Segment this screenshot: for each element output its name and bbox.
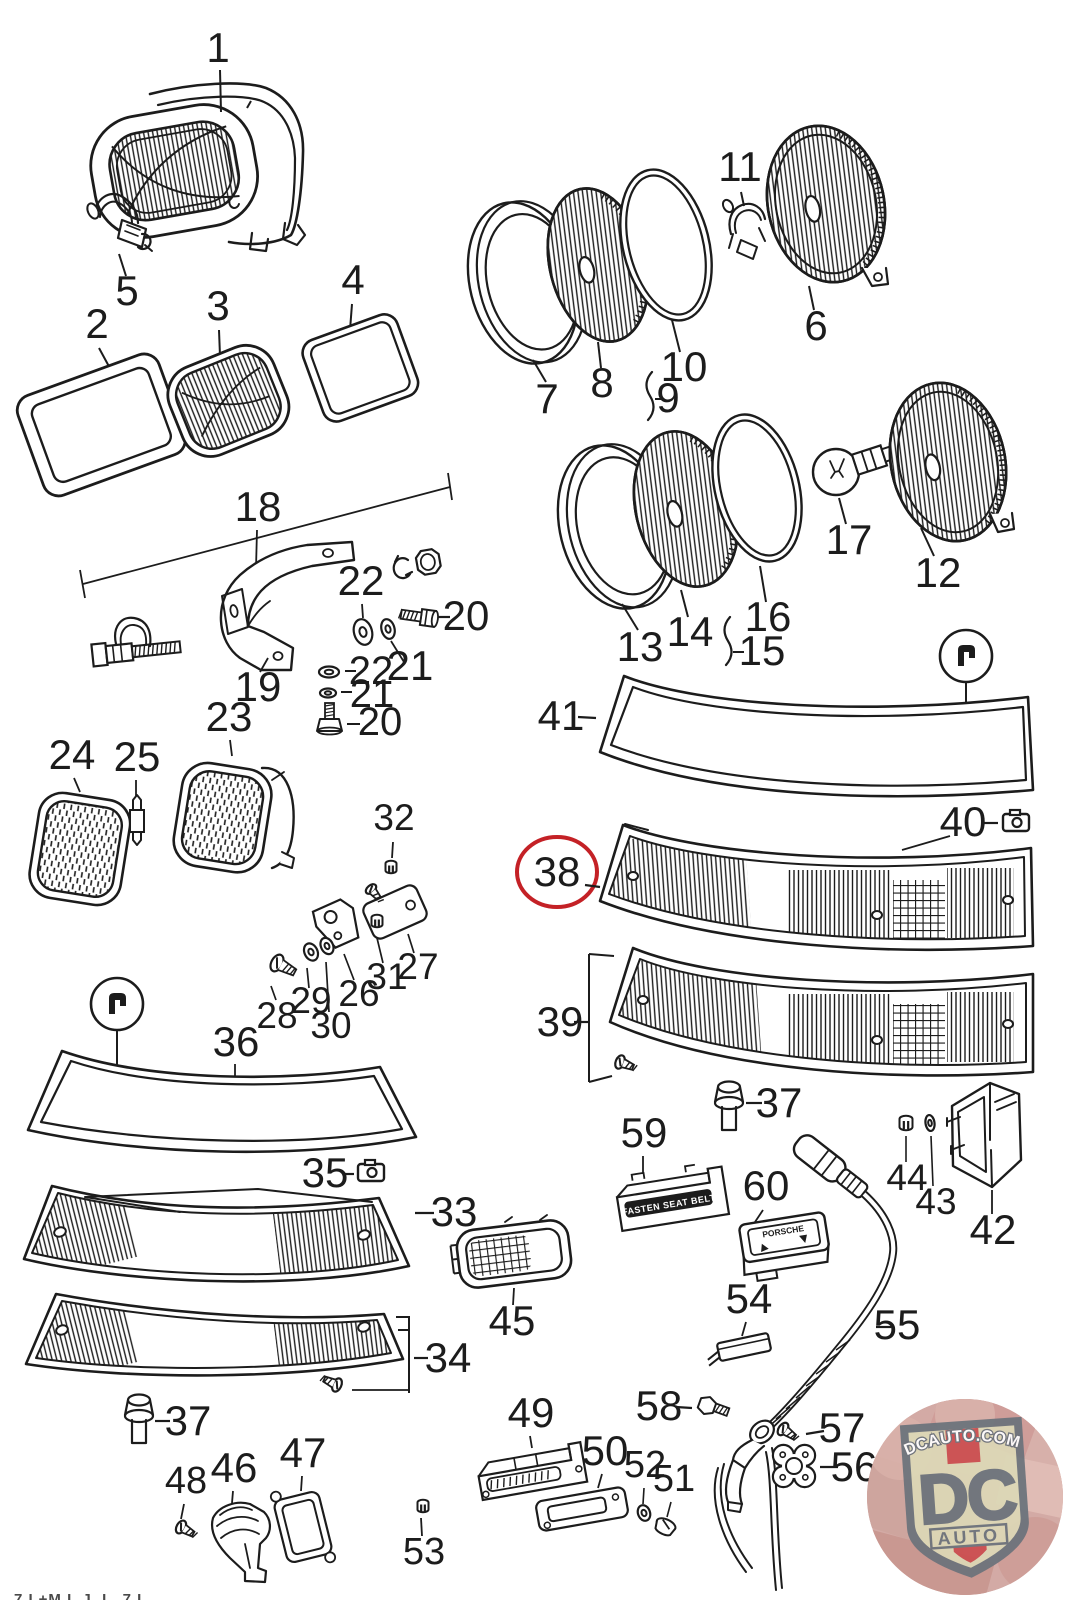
svg-text:44: 44 [886,1157,927,1198]
svg-text:37: 37 [165,1397,212,1444]
svg-text:15: 15 [739,627,786,674]
svg-text:59: 59 [621,1109,668,1156]
svg-text:49: 49 [508,1389,555,1436]
svg-text:26: 26 [338,973,379,1014]
svg-text:54: 54 [726,1275,773,1322]
svg-text:55: 55 [874,1301,921,1348]
svg-text:3: 3 [206,282,229,329]
svg-text:14: 14 [667,608,714,655]
svg-text:21: 21 [387,642,434,689]
svg-text:40: 40 [940,798,987,845]
svg-text:21: 21 [350,672,395,716]
svg-text:37: 37 [756,1079,803,1126]
svg-text:13: 13 [617,623,664,670]
svg-text:10: 10 [661,343,708,390]
svg-text:28: 28 [256,995,297,1036]
svg-text:AUTO: AUTO [937,1525,1001,1549]
svg-text:48: 48 [165,1460,207,1502]
svg-text:7: 7 [535,375,558,422]
svg-text:50: 50 [582,1427,629,1474]
svg-text:41: 41 [538,692,585,739]
svg-text:29: 29 [290,980,331,1021]
svg-text:32: 32 [373,797,414,838]
svg-text:5: 5 [115,267,138,314]
svg-text:33: 33 [431,1188,478,1235]
svg-text:12: 12 [915,549,962,596]
svg-text:52: 52 [624,1444,666,1486]
svg-text:2: 2 [85,300,108,347]
svg-text:46: 46 [211,1444,258,1491]
svg-text:20: 20 [358,700,403,744]
svg-text:51: 51 [653,1458,695,1500]
svg-text:45: 45 [489,1297,536,1344]
svg-text:7.L+M.L.J. L. 7.L: 7.L+M.L.J. L. 7.L [14,1591,147,1600]
svg-text:4: 4 [341,256,364,303]
svg-text:60: 60 [743,1162,790,1209]
svg-text:31: 31 [366,956,407,997]
svg-text:1: 1 [206,24,229,71]
svg-text:57: 57 [819,1404,866,1451]
svg-text:16: 16 [745,593,792,640]
svg-text:43: 43 [915,1181,956,1222]
svg-text:20: 20 [443,592,490,639]
svg-text:34: 34 [425,1334,472,1381]
svg-text:24: 24 [49,731,96,778]
svg-text:53: 53 [403,1531,445,1573]
svg-text:36: 36 [213,1018,260,1065]
svg-text:35: 35 [302,1149,349,1196]
svg-text:25: 25 [114,733,161,780]
svg-text:9: 9 [656,374,679,421]
svg-text:27: 27 [397,946,438,987]
svg-text:22: 22 [349,649,394,693]
svg-text:38: 38 [534,848,581,895]
svg-text:22: 22 [338,557,385,604]
svg-text:58: 58 [636,1382,683,1429]
svg-text:18: 18 [235,483,282,530]
svg-text:6: 6 [804,302,827,349]
svg-text:47: 47 [280,1429,327,1476]
svg-text:19: 19 [235,663,282,710]
svg-text:11: 11 [718,143,762,190]
svg-text:30: 30 [310,1005,351,1046]
svg-text:42: 42 [970,1206,1017,1253]
svg-text:17: 17 [826,516,873,563]
svg-text:23: 23 [206,693,253,740]
svg-text:8: 8 [590,359,613,406]
